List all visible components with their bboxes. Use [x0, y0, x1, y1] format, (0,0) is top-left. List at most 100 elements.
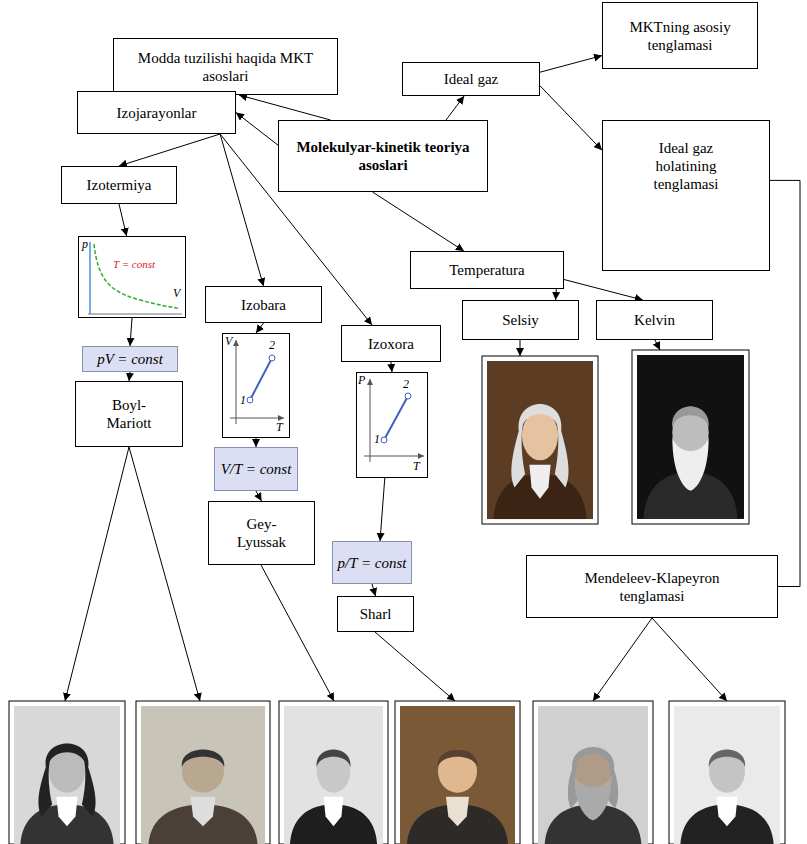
state-point: [269, 355, 275, 361]
portrait-collar: [529, 465, 550, 499]
node-text: Temperatura: [419, 261, 555, 279]
portrait-frame: [279, 701, 388, 844]
portrait-ground: [637, 355, 744, 519]
portrait-figure: [141, 706, 265, 844]
portrait-frame: [632, 350, 749, 524]
isotherm-graph: [88, 242, 182, 314]
state-point: [405, 393, 411, 399]
portrait-hair: [317, 749, 351, 767]
concept-box: Izobara: [205, 286, 322, 323]
portrait-face: [709, 749, 745, 792]
portrait-hair: [672, 407, 709, 428]
formula-box: p/T = const: [332, 541, 412, 584]
portrait-figure: [538, 706, 648, 844]
portrait-frame: [395, 701, 520, 844]
portrait-ground: [14, 706, 120, 844]
axis-label: T = const: [113, 259, 155, 270]
portrait: [482, 356, 598, 524]
portrait-arrow: [261, 565, 334, 701]
portrait: [279, 701, 388, 844]
axis-label: P: [358, 374, 365, 386]
portrait-wig: [38, 743, 95, 816]
axis-line: [230, 418, 284, 419]
concept-box: Kelvin: [596, 300, 713, 340]
portrait-hair: [709, 749, 745, 767]
portrait-arrows: [65, 340, 727, 701]
graph-box: PT12: [356, 372, 428, 478]
portrait: [9, 701, 125, 844]
portrait-arrow: [65, 447, 129, 701]
connector-arrow: [380, 478, 385, 541]
portrait-ground: [674, 706, 780, 844]
connector-arrow: [770, 180, 800, 586]
portrait: [395, 701, 520, 844]
axis-line: [370, 379, 371, 462]
connector-arrow: [446, 96, 464, 120]
portrait-collar: [324, 797, 344, 827]
portrait-face: [317, 749, 351, 792]
portrait: [533, 701, 653, 844]
portrait-arrow: [129, 447, 200, 701]
connector-arrow: [540, 86, 602, 150]
node-text: Molekulyar-kinetik teoriya asoslari: [287, 138, 479, 174]
concept-box: Ideal gaz: [402, 62, 540, 96]
formula-box: pV = const: [82, 346, 178, 372]
portrait-arrow: [655, 340, 660, 350]
portrait-ground: [284, 706, 383, 844]
portrait-collar: [716, 797, 737, 827]
portrait-arrow: [593, 618, 652, 701]
node-text: Ideal gaz holatining tenglamasi: [633, 139, 739, 193]
connector-arrow: [256, 491, 262, 501]
node-text: Modda tuzilishi haqida MKT asoslari: [134, 49, 317, 85]
node-text: Selsiy: [471, 311, 570, 329]
portrait-collar: [191, 797, 216, 827]
isochore-graph: [364, 379, 424, 462]
connector-arrow: [220, 134, 263, 286]
concept-box: Temperatura: [410, 251, 564, 289]
portrait: [136, 701, 270, 844]
connector-arrow: [129, 372, 130, 381]
axis-label: 2: [269, 339, 275, 351]
portrait-face: [438, 749, 477, 792]
connector-arrow: [256, 323, 264, 333]
portrait-figure: [487, 361, 593, 519]
connector-arrow: [130, 318, 132, 346]
portrait-beard: [574, 775, 611, 820]
node-text: Izoxora: [350, 335, 432, 353]
node-text: Izobara: [214, 296, 313, 314]
axis-label: V: [173, 287, 180, 299]
portrait-face: [182, 749, 224, 792]
axis-line: [89, 242, 91, 314]
portrait-ground: [538, 706, 648, 844]
state-point: [381, 437, 387, 443]
connector-arrow: [236, 113, 278, 146]
connector-arrow: [372, 584, 376, 596]
process-line: [384, 396, 408, 440]
connector-arrow: [555, 289, 557, 300]
connector-arrow: [391, 362, 392, 372]
node-text: Boyl- Mariott: [96, 396, 162, 432]
portrait-ground: [141, 706, 265, 844]
node-text: Kelvin: [605, 311, 704, 329]
axis-line: [364, 456, 424, 457]
portrait-figure: [400, 706, 515, 844]
isobar-graph: [230, 340, 284, 424]
axis-label: 2: [403, 378, 409, 390]
portrait-arrow: [652, 618, 727, 701]
portrait-arrow: [520, 340, 521, 356]
connector-arrow: [119, 204, 127, 236]
portrait-wig: [511, 404, 568, 488]
portrait-figure: [284, 706, 383, 844]
axis-label: 1: [240, 394, 246, 406]
concept-box: Izotermiya: [61, 166, 177, 204]
connector-arrow: [256, 438, 257, 447]
graph-box: VT12: [222, 333, 290, 438]
axis-line: [88, 314, 182, 315]
portrait-frame: [533, 701, 653, 844]
concept-box: Selsiy: [462, 300, 579, 340]
axis-label: T: [413, 460, 420, 472]
connector-arrow: [564, 280, 643, 301]
node-text: V/T = const: [219, 460, 293, 478]
